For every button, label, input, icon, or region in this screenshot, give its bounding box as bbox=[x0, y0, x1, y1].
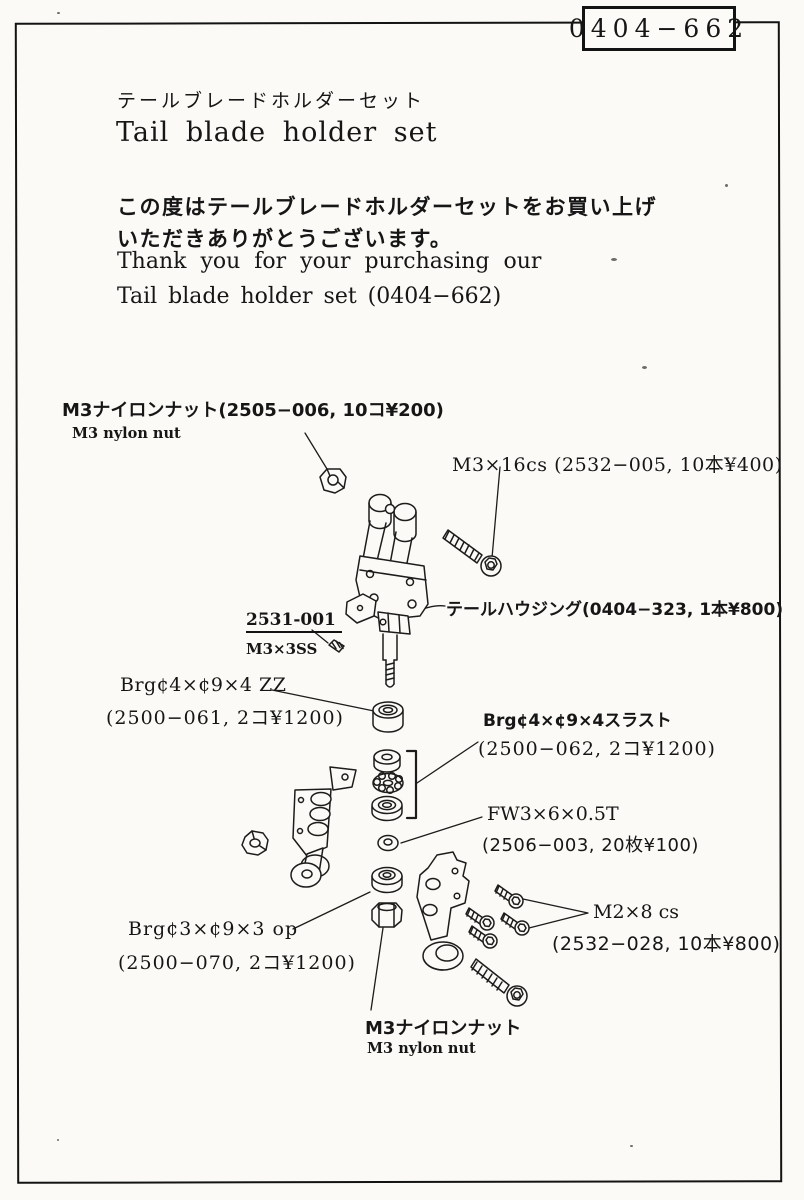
part-screw-long bbox=[470, 958, 528, 1007]
label-thrust-bearing-line1: Brg¢4×¢9×4スラスト bbox=[483, 711, 672, 731]
part-nut-left bbox=[241, 830, 269, 856]
scan-speck bbox=[630, 1145, 633, 1147]
label-set-screw-number: 2531-001 bbox=[246, 610, 342, 633]
part-pitch-control-arm bbox=[290, 766, 357, 888]
label-bearing-open-line2: (2500−070, 2コ¥1200) bbox=[118, 952, 356, 974]
part-screw-m3x16 bbox=[442, 529, 502, 577]
part-washer-fw bbox=[377, 834, 399, 852]
scan-speck bbox=[642, 366, 647, 369]
label-bearing-zz-line1: Brg¢4×¢9×4 ZZ bbox=[120, 674, 287, 696]
label-set-screw-size: M3×3SS bbox=[246, 640, 318, 658]
label-flat-washer-line2: (2506−003, 20枚¥100) bbox=[482, 835, 699, 856]
label-m2x8-screws-line1: M2×8 cs bbox=[593, 901, 679, 923]
label-flat-washer-line1: FW3×6×0.5T bbox=[487, 803, 619, 825]
intro-english-line1: Thank you for your purchasing our bbox=[117, 249, 542, 274]
part-tail-blade-holder bbox=[345, 493, 429, 688]
part-number-box: 0404−662 bbox=[569, 6, 743, 51]
label-bearing-zz-line2: (2500−061, 2コ¥1200) bbox=[106, 707, 344, 729]
title-japanese: テールブレードホルダーセット bbox=[117, 90, 426, 112]
part-nut-m3 bbox=[371, 902, 403, 928]
intro-japanese-line1: この度はテールブレードホルダーセットをお買い上げ bbox=[117, 195, 657, 219]
label-nylon-nut-top: M3ナイロンナット(2505−006, 10コ¥200) bbox=[62, 400, 444, 421]
part-set-screw bbox=[328, 639, 345, 653]
label-nylon-nut-bottom: M3ナイロンナット bbox=[365, 1018, 522, 1039]
scan-speck bbox=[57, 12, 60, 14]
part-thrust-bearing-stack bbox=[371, 749, 418, 822]
leader-lines bbox=[271, 432, 589, 1011]
scan-speck bbox=[725, 184, 728, 187]
label-thrust-bearing-line2: (2500−062, 2コ¥1200) bbox=[478, 738, 716, 760]
part-bearing-open bbox=[371, 866, 403, 894]
label-nylon-nut-bottom-en: M3 nylon nut bbox=[367, 1040, 476, 1057]
label-bearing-open-line1: Brg¢3×¢9×3 op bbox=[128, 918, 299, 940]
label-m2x8-screws-line2: (2532−028, 10本¥800) bbox=[552, 933, 781, 955]
scan-speck bbox=[611, 258, 617, 261]
intro-english-line2: Tail blade holder set (0404−662) bbox=[117, 284, 502, 309]
part-bearing-zz bbox=[372, 701, 404, 733]
part-number: 0404−662 bbox=[568, 14, 750, 43]
title-english: Tail blade holder set bbox=[116, 117, 438, 148]
part-nut-top bbox=[319, 468, 347, 494]
part-side-arm bbox=[416, 851, 470, 971]
label-m3x16-screw: M3×16cs (2532−005, 10本¥400) bbox=[452, 454, 783, 476]
scan-speck bbox=[57, 1139, 59, 1141]
label-tail-housing: テールハウジング(0404−323, 1本¥800) bbox=[446, 600, 784, 620]
part-screws-m2x8 bbox=[465, 884, 530, 949]
label-nylon-nut-top-en: M3 nylon nut bbox=[72, 425, 181, 442]
intro-japanese-line2: いただきありがとうございます。 bbox=[117, 227, 453, 251]
